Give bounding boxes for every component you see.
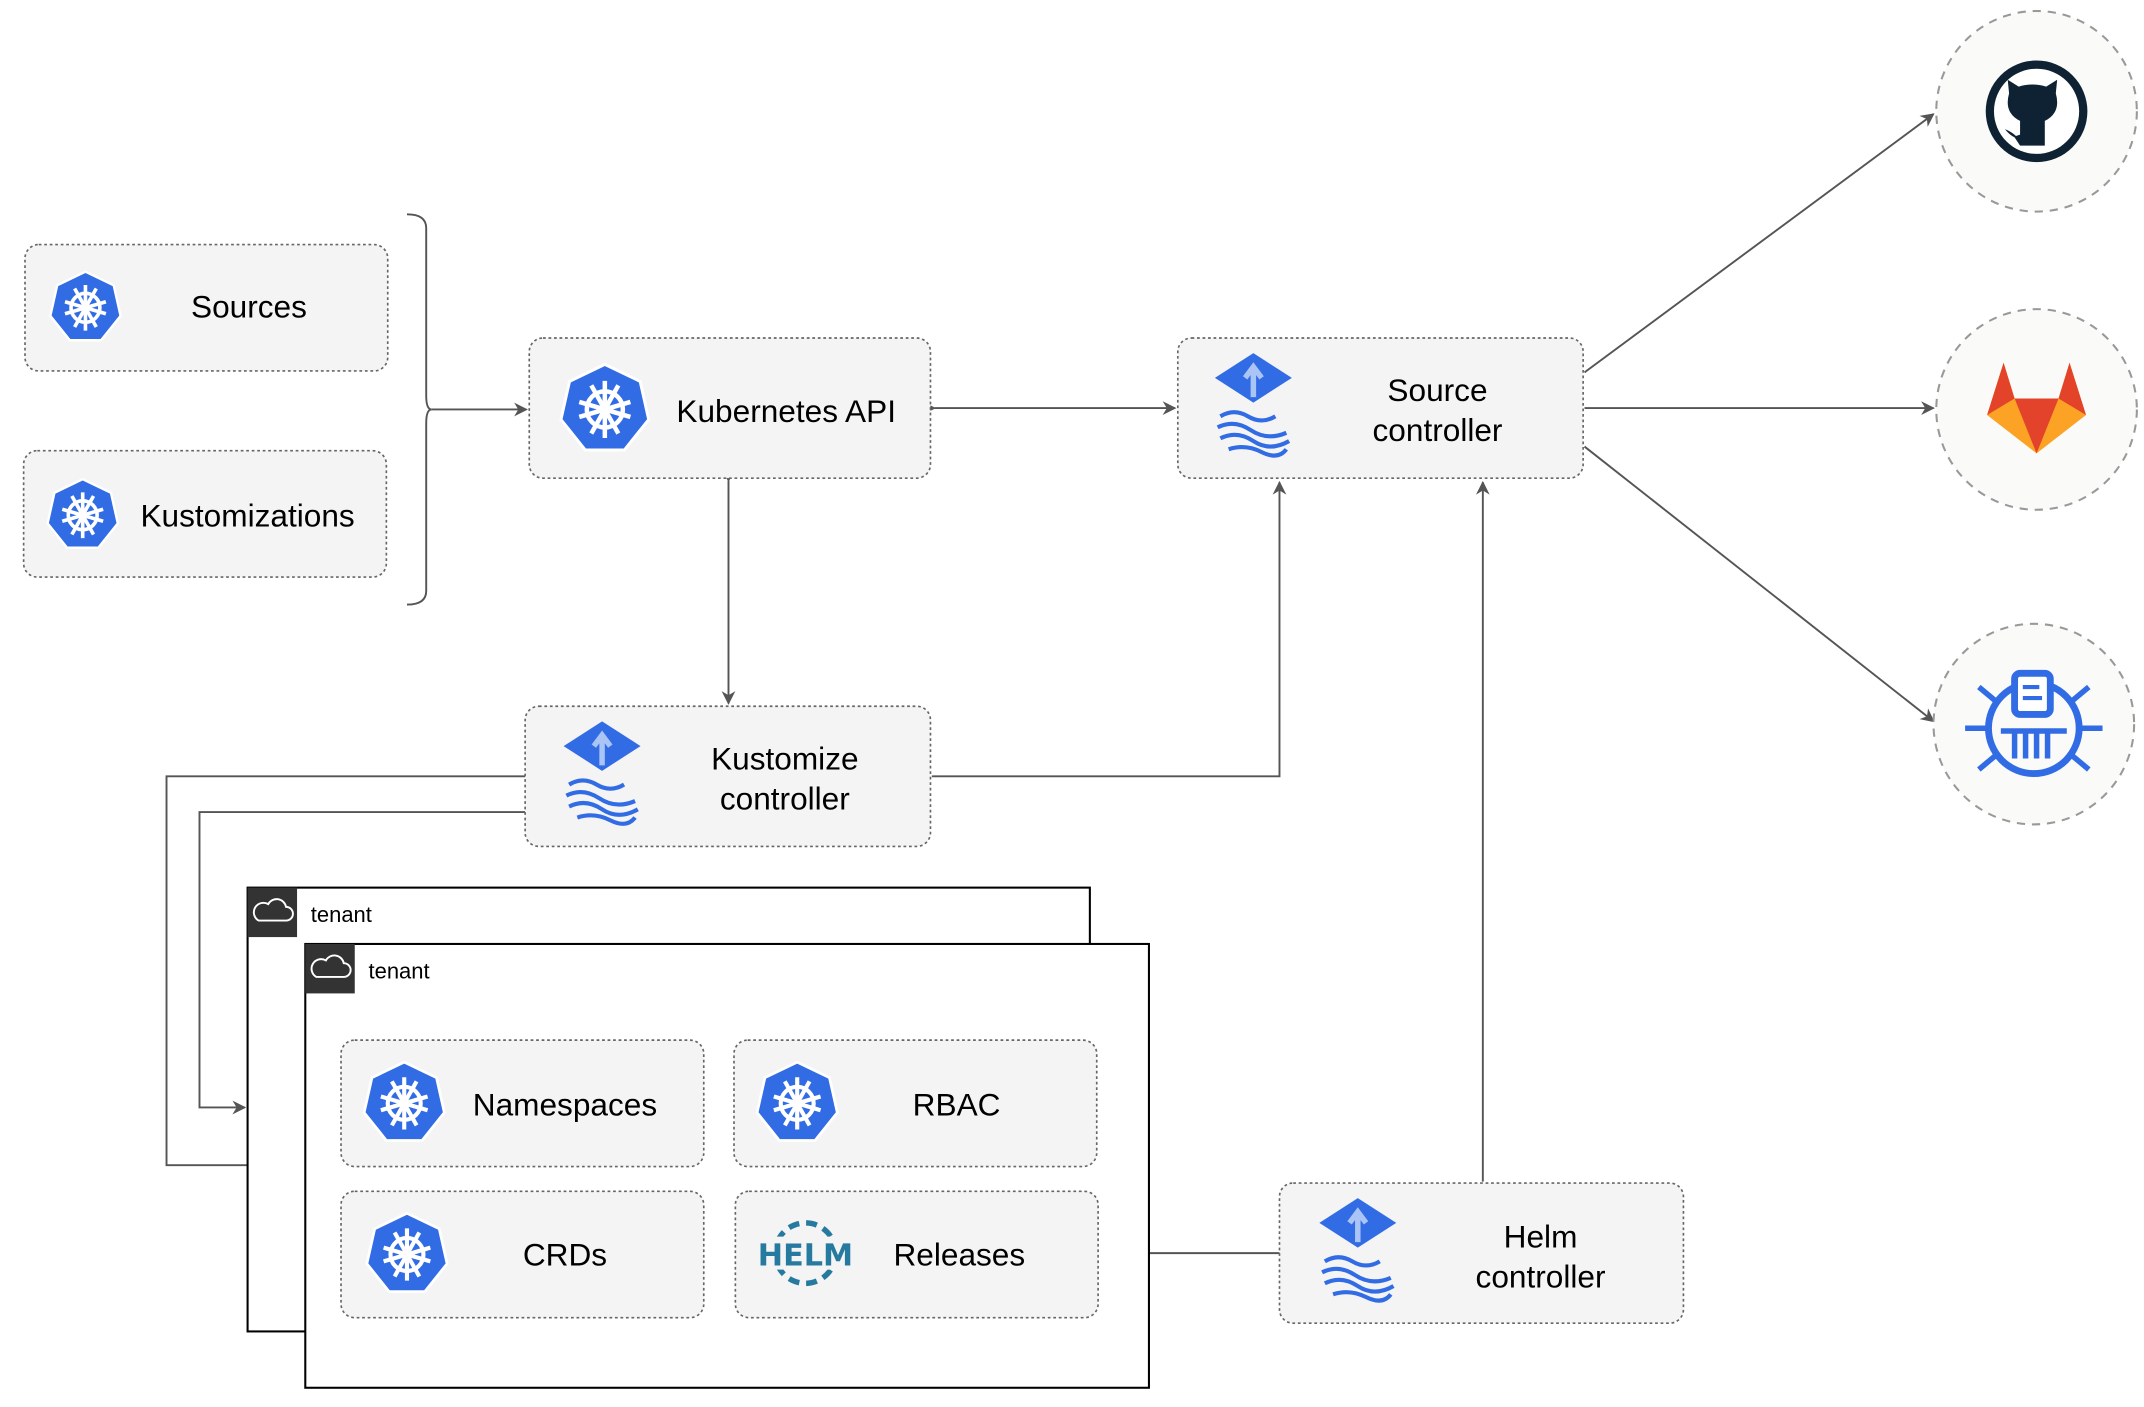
edge-kustomize-to-tenant-back xyxy=(198,811,526,1115)
sources-brace xyxy=(406,213,432,606)
kustomize-controller-label-2: controller xyxy=(720,780,850,816)
namespaces-label: Namespaces xyxy=(473,1087,657,1123)
helm-controller-label-2: controller xyxy=(1476,1258,1606,1294)
harbor-icon xyxy=(1965,669,2103,778)
helm-controller-label-1: Helm xyxy=(1504,1219,1578,1255)
crds-node[interactable]: CRDs xyxy=(340,1190,705,1319)
namespaces-node[interactable]: Namespaces xyxy=(340,1039,705,1168)
source-controller-label-1: Source xyxy=(1387,372,1487,408)
rbac-label: RBAC xyxy=(913,1087,1001,1123)
cloud-icon xyxy=(310,954,352,978)
kubernetes-api-label: Kubernetes API xyxy=(676,393,896,429)
edge-source-to-harbor xyxy=(1583,445,1935,723)
sources-node[interactable]: Sources xyxy=(24,243,389,372)
kustomizations-node[interactable]: Kustomizations xyxy=(22,449,388,578)
edge-kustomize-to-tenant-front xyxy=(165,775,526,1173)
releases-label: Releases xyxy=(893,1236,1025,1272)
source-controller-node[interactable]: Source controller xyxy=(1176,337,1584,479)
kustomizations-label: Kustomizations xyxy=(140,497,354,533)
gitlab-icon xyxy=(1987,362,2087,454)
tenant-label: tenant xyxy=(369,958,430,983)
svg-text:HELM: HELM xyxy=(758,1238,853,1273)
kustomize-controller-label-1: Kustomize xyxy=(711,740,858,776)
edge-source-to-github xyxy=(1583,113,1935,374)
tenant-label: tenant xyxy=(311,902,372,927)
kustomize-controller-node[interactable]: Kustomize controller xyxy=(524,705,932,848)
edge-kustomize-to-source xyxy=(931,480,1287,778)
sources-label: Sources xyxy=(191,288,307,324)
kubernetes-api-node[interactable]: Kubernetes API xyxy=(528,337,932,479)
crds-label: CRDs xyxy=(523,1236,607,1272)
github-node[interactable] xyxy=(1935,9,2138,213)
cloud-icon xyxy=(252,898,294,922)
helm-controller-node[interactable]: Helm controller xyxy=(1278,1182,1685,1325)
gitlab-node[interactable] xyxy=(1935,308,2138,511)
github-icon xyxy=(1985,60,2088,163)
helm-icon: HELM xyxy=(757,1220,854,1287)
rbac-node[interactable]: RBAC xyxy=(733,1039,1098,1168)
releases-node[interactable]: HELM Releases xyxy=(734,1190,1099,1319)
source-controller-label-2: controller xyxy=(1373,412,1503,448)
harbor-node[interactable] xyxy=(1932,622,2136,826)
